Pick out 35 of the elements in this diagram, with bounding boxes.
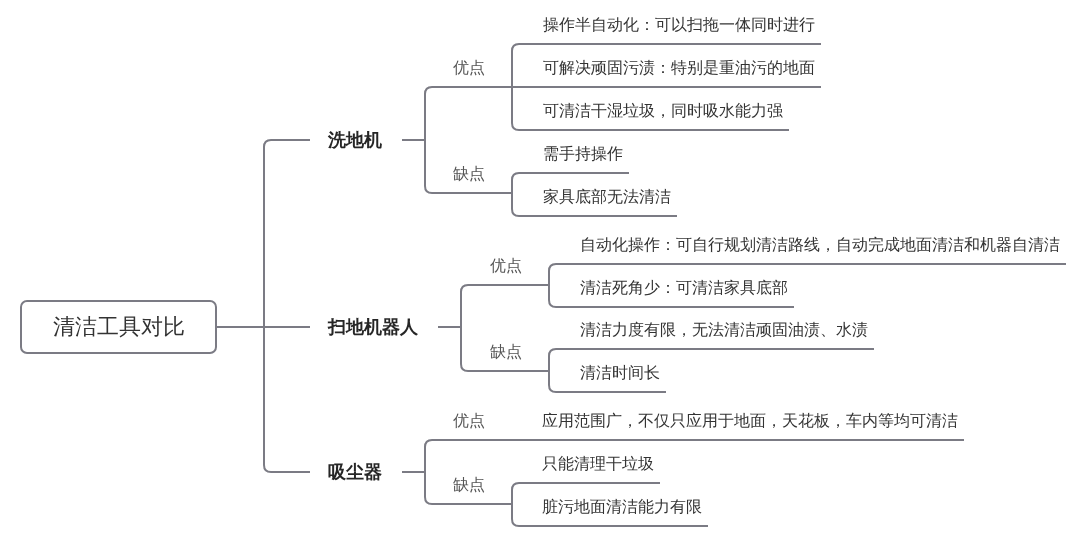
connector-line [511,86,531,131]
item-text: 清洁时间长 [567,361,666,393]
connector-line [511,86,531,88]
connector-line [548,263,568,286]
category-label: 缺点 [440,473,512,505]
category-label: 缺点 [477,340,549,372]
branch-topic: 吸尘器 [310,460,402,484]
connector-line [216,326,311,473]
item-text: 自动化操作：可自行规划清洁路线，自动完成地面清洁和机器自清洁 [567,233,1066,265]
branch-topic: 扫地机器人 [310,315,438,339]
connector-line [548,370,568,393]
connector-line [511,43,531,88]
connector-line [511,439,530,441]
category-label: 缺点 [440,162,512,194]
branch-topic: 洗地机 [310,128,402,152]
connector-line [511,172,531,194]
item-text: 家具底部无法清洁 [530,185,677,217]
item-text: 只能清理干垃圾 [529,452,660,484]
connector-line [511,192,531,217]
item-text: 可解决顽固污渍：特别是重油污的地面 [530,56,821,88]
item-text: 脏污地面清洁能力有限 [529,495,708,527]
item-text: 清洁力度有限，无法清洁顽固油渍、水渍 [567,318,874,350]
connector-line [548,284,568,308]
item-text: 操作半自动化：可以扫拖一体同时进行 [530,13,821,45]
category-label: 优点 [477,254,549,286]
item-text: 可清洁干湿垃圾，同时吸水能力强 [530,99,789,131]
central-topic-box: 清洁工具对比 [20,300,217,354]
connector-line [511,482,530,505]
item-text: 应用范围广，不仅只应用于地面，天花板，车内等均可清洁 [529,409,964,441]
item-text: 需手持操作 [530,142,629,174]
connector-line [548,348,568,372]
item-text: 清洁死角少：可清洁家具底部 [567,276,794,308]
connector-line [511,503,530,527]
category-label: 优点 [440,409,512,441]
category-label: 优点 [440,56,512,88]
